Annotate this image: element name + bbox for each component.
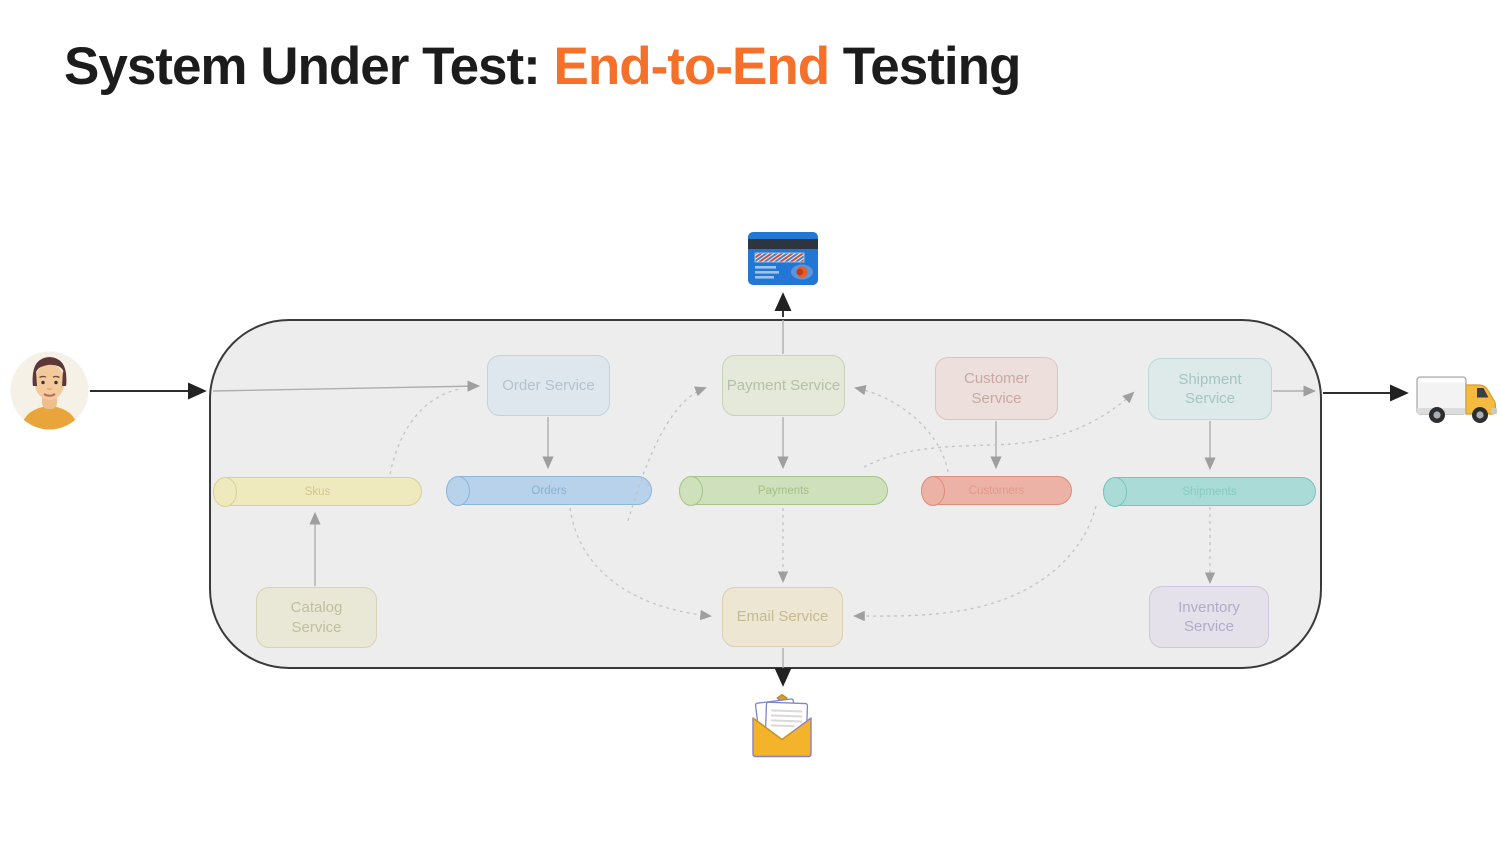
service-label: Customer Service bbox=[963, 370, 1030, 407]
database-shipments: Shipments bbox=[1102, 476, 1316, 507]
user-avatar-icon bbox=[10, 351, 89, 430]
title-text-after: Testing bbox=[829, 37, 1022, 96]
service-box-payment: Payment Service bbox=[722, 355, 845, 416]
service-label: Shipment Service bbox=[1178, 370, 1242, 408]
service-label: Catalog Service bbox=[290, 599, 343, 636]
credit-card-icon bbox=[748, 232, 818, 285]
service-label: Order Service bbox=[502, 376, 595, 394]
title-text-before: System Under Test: bbox=[64, 37, 554, 96]
service-box-catalog: Catalog Service bbox=[256, 587, 377, 648]
service-label: Email Service bbox=[736, 608, 829, 626]
database-orders: Orders bbox=[445, 475, 652, 506]
open-envelope-icon bbox=[752, 694, 812, 758]
service-box-email: Email Service bbox=[722, 587, 843, 647]
database-customers: Customers bbox=[920, 475, 1072, 506]
database-label: Orders bbox=[531, 484, 567, 497]
database-label: Shipments bbox=[1182, 485, 1237, 498]
title-highlight: End-to-End bbox=[553, 37, 831, 96]
service-box-customer: Customer Service bbox=[935, 357, 1058, 420]
service-label: Inventory Service bbox=[1178, 598, 1240, 636]
service-box-shipment: Shipment Service bbox=[1148, 358, 1272, 420]
database-payments: Payments bbox=[678, 475, 888, 506]
service-box-order: Order Service bbox=[487, 355, 610, 416]
database-label: Customers bbox=[968, 484, 1025, 497]
service-label: Payment Service bbox=[726, 376, 841, 394]
database-label: Payments bbox=[757, 484, 810, 497]
database-label: Skus bbox=[304, 485, 331, 498]
page-title: System Under Test: End-to-End Testing bbox=[64, 36, 1444, 97]
delivery-truck-icon bbox=[1416, 376, 1497, 423]
database-skus: Skus bbox=[212, 476, 422, 507]
service-box-inventory: Inventory Service bbox=[1149, 586, 1269, 648]
